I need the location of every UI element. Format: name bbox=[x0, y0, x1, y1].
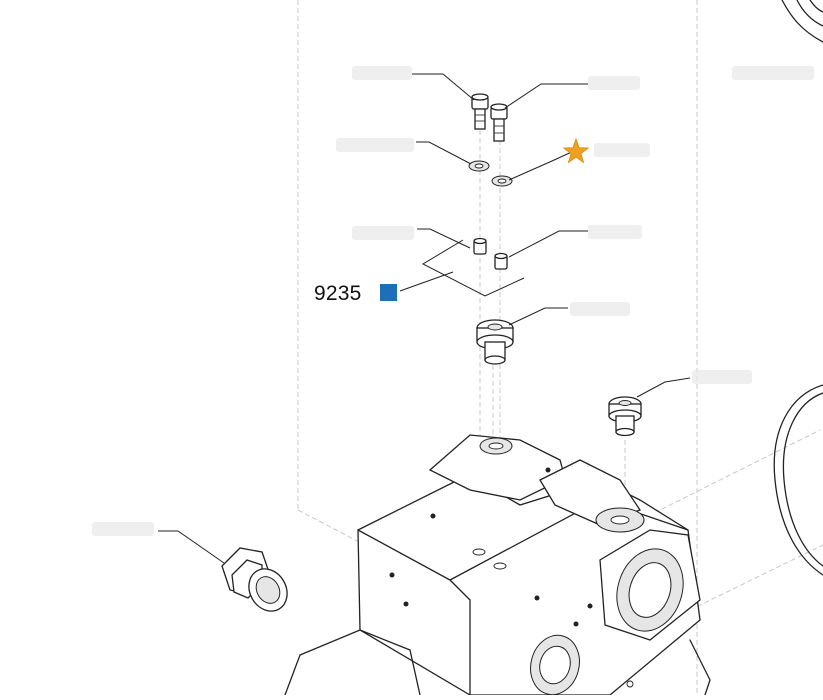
blurred-callout-label bbox=[570, 302, 630, 316]
washer-left bbox=[468, 160, 490, 172]
callout-label-9235: 9235 bbox=[314, 282, 362, 305]
hose-fitting bbox=[221, 547, 288, 612]
blurred-callout-label bbox=[692, 370, 752, 384]
filter-housing-top-right bbox=[781, 0, 823, 43]
washer-right bbox=[491, 175, 513, 187]
kit-bracket bbox=[399, 239, 525, 297]
socket-screw-right bbox=[490, 103, 508, 142]
socket-screw-left bbox=[471, 93, 489, 130]
threaded-plug-side bbox=[608, 396, 642, 437]
dowel-pin-right bbox=[494, 252, 508, 270]
o-ring-seal bbox=[773, 384, 823, 576]
blurred-callout-label bbox=[588, 76, 640, 90]
star-icon bbox=[562, 137, 590, 164]
square-marker bbox=[380, 284, 397, 301]
blurred-callout-label bbox=[92, 522, 154, 536]
threaded-plug bbox=[476, 319, 514, 365]
blurred-callout-label bbox=[352, 226, 414, 240]
blurred-callout-label bbox=[352, 66, 412, 80]
dowel-pin-left bbox=[473, 237, 487, 255]
leader-lines bbox=[158, 73, 691, 564]
blurred-callout-label bbox=[732, 66, 814, 80]
pump-housing bbox=[284, 434, 711, 696]
blurred-callout-label bbox=[588, 225, 642, 239]
blurred-callout-label bbox=[336, 138, 414, 152]
blurred-callout-label bbox=[594, 143, 650, 157]
